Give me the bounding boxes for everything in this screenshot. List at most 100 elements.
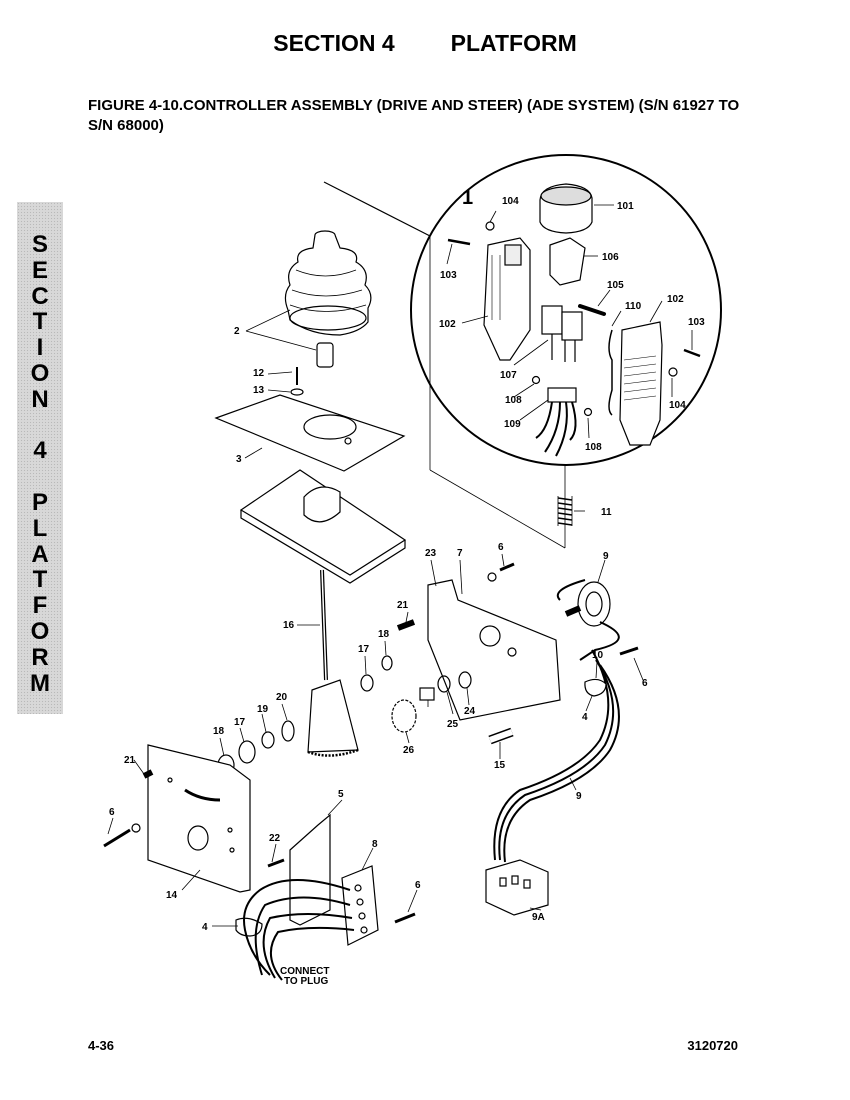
callout-110: 110: [625, 301, 642, 312]
callout-7: 7: [457, 548, 463, 559]
callout-14: 14: [166, 890, 178, 901]
callout-9-top: 9: [603, 551, 609, 562]
side-tab-letter: 4: [33, 437, 47, 465]
pin-21: [396, 619, 416, 631]
page-number: 4-36: [88, 1038, 115, 1053]
callout-23: 23: [425, 548, 437, 559]
callout-109: 109: [504, 419, 521, 430]
callout-10: 10: [592, 650, 604, 661]
nut-104: [485, 221, 495, 231]
screw-6-upper-right: [619, 646, 639, 656]
pin: [578, 304, 606, 316]
star-washer-left: [131, 823, 141, 833]
terminal-block: [341, 865, 379, 946]
washer-24: [458, 671, 472, 689]
callout-25: 25: [447, 719, 459, 730]
potentiometer: [556, 579, 620, 661]
side-tab-letter: T: [32, 308, 48, 336]
side-plate: [147, 744, 251, 893]
document-number: 3120720: [687, 1038, 738, 1053]
pinion-gear-26: [391, 699, 417, 733]
washer-19: [261, 731, 275, 749]
side-tab-letter: L: [32, 514, 48, 542]
cable-clamp-10: [584, 678, 607, 697]
micro-switches: [541, 305, 583, 362]
callout-17-left: 17: [234, 717, 246, 728]
side-tab-letter: R: [31, 643, 49, 671]
screw-22: [267, 858, 285, 868]
callout-26: 26: [403, 745, 415, 756]
callout-5: 5: [338, 789, 344, 800]
callout-6-right: 6: [642, 678, 648, 689]
connect-label-line1: CONNECT: [280, 966, 329, 977]
callout-15: 15: [494, 760, 506, 771]
rubber-boot: [284, 230, 372, 336]
set-block: [419, 687, 435, 701]
callout-21-left: 21: [124, 755, 136, 766]
screw-6-right: [394, 912, 416, 924]
callout-9-lower: 9: [576, 791, 582, 802]
nut-108: [531, 375, 541, 385]
callout-101: 101: [617, 201, 634, 212]
side-tab-letter: A: [31, 540, 49, 568]
callout-22: 22: [269, 833, 281, 844]
callout-3: 3: [236, 454, 242, 465]
spring: [557, 496, 573, 526]
star-washer-top: [487, 572, 497, 582]
callout-108-lower: 108: [585, 442, 602, 453]
callout-9A: 9A: [532, 912, 545, 923]
wire-bundle: [243, 879, 355, 981]
callout-106: 106: [602, 252, 619, 263]
nut-25: [437, 675, 451, 693]
callout-105: 105: [607, 280, 624, 291]
callout-20: 20: [276, 692, 288, 703]
connector-plug: [485, 859, 549, 916]
wire-harness-detail: [535, 387, 577, 457]
callout-6-top: 6: [498, 542, 504, 553]
side-tab-letter: C: [31, 282, 49, 310]
connect-label-line2: TO PLUG: [284, 976, 328, 987]
callout-13: 13: [253, 385, 265, 396]
side-tab-letter: E: [31, 256, 48, 284]
callout-103-right: 103: [688, 317, 705, 328]
callout-12: 12: [253, 368, 265, 379]
switch-body: [549, 237, 586, 286]
detail-id-label: 1: [462, 187, 473, 209]
callout-16: 16: [283, 620, 295, 631]
side-tab-letter: O: [30, 617, 50, 645]
side-tab-letter: N: [31, 385, 49, 413]
screw-6-left: [103, 828, 131, 848]
leader-lines: [107, 204, 693, 927]
callout-21-top: 21: [397, 600, 409, 611]
detail-view-circle: [323, 154, 722, 549]
side-tab-letter: S: [31, 231, 48, 258]
callout-6-left: 6: [109, 807, 115, 818]
grip-half-left: [483, 237, 531, 361]
callout-104-right: 104: [669, 400, 686, 411]
callout-104: 104: [502, 196, 519, 207]
side-tab-letter: O: [30, 359, 50, 387]
callout-102-left: 102: [439, 319, 456, 330]
bearing-17-left: [238, 740, 256, 764]
nut-104-right: [668, 367, 678, 377]
pin-21-left: [142, 769, 154, 779]
callout-108: 108: [505, 395, 522, 406]
callout-18-left: 18: [213, 726, 225, 737]
bracket-23: [427, 579, 561, 721]
screw-103: [447, 238, 701, 358]
side-tab-letter: F: [32, 592, 48, 620]
callout-103: 103: [440, 270, 457, 281]
bearing-17: [360, 674, 374, 692]
side-tab-letter: M: [30, 669, 50, 697]
section-label: SECTION 4: [273, 30, 395, 56]
side-tab-letter: T: [32, 566, 48, 594]
control-shaft: [320, 569, 328, 681]
bushing: [316, 342, 334, 368]
gear-sector: [307, 679, 359, 757]
callout-labels: 1 104 101 103 106 105 110 102 102 103 10…: [109, 187, 705, 987]
screw-6-top: [499, 562, 515, 572]
